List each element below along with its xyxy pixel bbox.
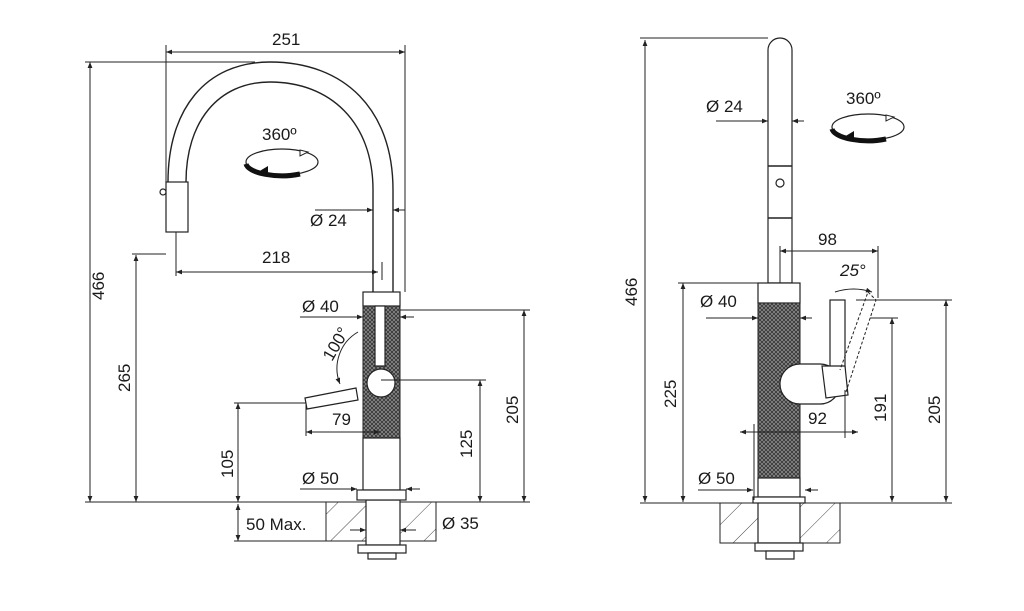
dim-counter-thickness: 50 Max. — [246, 515, 306, 534]
dim-lever-tilt: 25° — [839, 261, 866, 280]
body-lower-collar — [362, 437, 401, 491]
lever-tilt-arc — [834, 287, 873, 293]
rotation-360-icon — [243, 148, 319, 179]
lever-tilted-position — [839, 291, 877, 393]
dim-width-total: 251 — [272, 30, 300, 49]
lever-handle — [304, 387, 359, 410]
rotation-360-icon — [829, 113, 905, 144]
dim-base-diameter: Ø 50 — [698, 469, 735, 488]
mounting-nut — [754, 542, 804, 552]
mounting-shank — [757, 499, 801, 544]
dim-body-height: 225 — [661, 380, 680, 408]
dim-spout-outlet-height: 265 — [115, 364, 134, 392]
dim-lever-reach: 98 — [818, 230, 837, 249]
body-base-flange — [752, 496, 806, 504]
dim-body-diameter: Ø 40 — [700, 292, 737, 311]
dim-body-height: 205 — [503, 396, 522, 424]
spout-outline — [167, 61, 394, 292]
spout-inner-outline — [185, 81, 374, 292]
spray-button — [159, 188, 167, 196]
lever-upright-position — [374, 305, 386, 367]
dim-height-total: 466 — [89, 272, 108, 300]
left-view: 360º 251 466 218 Ø 24 265 Ø 40 100° 79 1… — [85, 30, 530, 560]
dim-handle-depth: 92 — [808, 409, 827, 428]
mounting-shank — [365, 499, 401, 546]
body-top-collar — [757, 282, 801, 304]
lever-handle — [829, 299, 846, 371]
shank-end — [765, 550, 795, 560]
handle-hub — [366, 368, 396, 398]
dim-base-diameter: Ø 50 — [302, 469, 339, 488]
body-base-flange — [356, 489, 407, 501]
rotation-label: 360º — [846, 89, 881, 108]
dim-spout-reach: 218 — [262, 248, 290, 267]
dim-lever-height: 105 — [218, 450, 237, 478]
dim-lever-reach: 79 — [332, 410, 351, 429]
dim-handle-axis-height: 125 — [457, 430, 476, 458]
dim-body-diameter: Ø 40 — [302, 297, 339, 316]
dim-height-total: 466 — [622, 278, 641, 306]
body-lower-collar — [757, 477, 801, 498]
rotation-label: 360º — [262, 125, 297, 144]
dim-lever-angle: 100° — [319, 324, 353, 364]
body-top-collar — [362, 291, 401, 307]
pull-down-spray-head — [165, 181, 189, 233]
dim-spout-diameter: Ø 24 — [310, 211, 347, 230]
right-view: 360º 466 Ø 24 98 25° Ø 40 225 191 205 92… — [622, 37, 952, 560]
lever-joint — [821, 365, 849, 399]
dim-hole-diameter: Ø 35 — [442, 514, 479, 533]
shank-end — [367, 552, 397, 560]
dim-lever-height: 191 — [871, 394, 890, 422]
dim-spout-diameter: Ø 24 — [706, 97, 743, 116]
lever-swing-arc — [335, 331, 359, 385]
spout-tube — [767, 37, 793, 284]
dim-lever-top-height: 205 — [925, 396, 944, 424]
spray-button — [775, 178, 785, 188]
mounting-nut — [357, 544, 407, 554]
